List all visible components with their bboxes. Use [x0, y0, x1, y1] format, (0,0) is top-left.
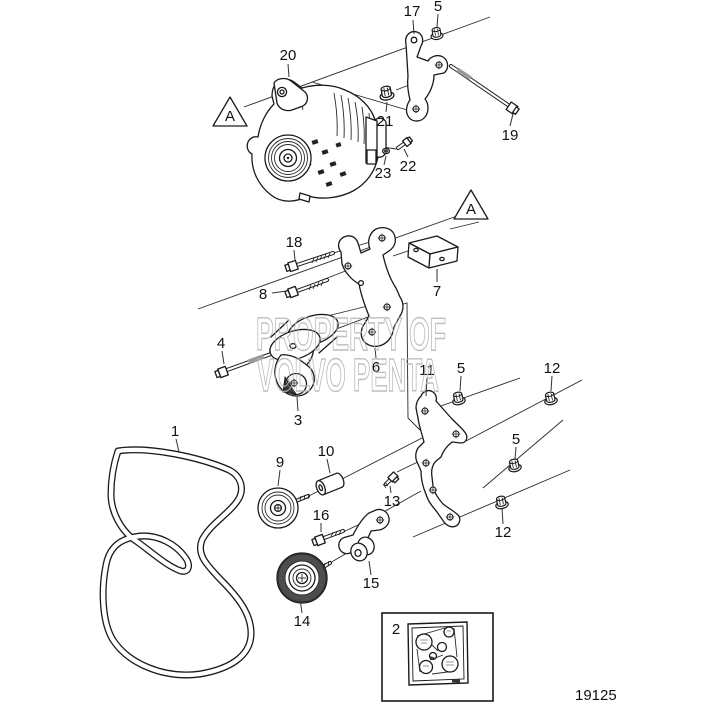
bracket-part-6 [337, 227, 404, 347]
bracket-part-15 [338, 508, 390, 562]
ribbed-pulley-part-14 [276, 552, 332, 604]
callout-20[interactable]: 20 [280, 47, 297, 64]
callout-14[interactable]: 14 [294, 613, 311, 630]
callout-15[interactable]: 15 [363, 575, 380, 592]
belt-routing-inset-part-2 [381, 612, 494, 702]
belt-tensioner-part-3 [269, 313, 339, 397]
callout-3[interactable]: 3 [294, 412, 302, 429]
bolt-part-18 [284, 251, 335, 273]
view-marker-a-middle-label: A [466, 201, 476, 218]
bolt-part-22 [396, 136, 414, 150]
watermark-line-2: VOLVO PENTA [257, 349, 439, 401]
drawing-number: 19125 [575, 687, 617, 704]
bolt-part-16 [311, 529, 345, 547]
callout-5-a[interactable]: 5 [457, 360, 465, 377]
callout-12-b[interactable]: 12 [495, 524, 512, 541]
bolt-part-8 [284, 278, 329, 299]
nut-part-5-a [450, 390, 467, 407]
callout-2[interactable]: 2 [392, 621, 400, 638]
callout-17[interactable]: 17 [404, 3, 421, 20]
callout-1[interactable]: 1 [171, 423, 179, 440]
callout-11[interactable]: 11 [419, 362, 435, 379]
callout-16[interactable]: 16 [313, 507, 330, 524]
watermark-line-1: PROPERTY OF [256, 308, 446, 360]
idler-pulley-part-9 [257, 487, 310, 529]
callout-9[interactable]: 9 [276, 454, 284, 471]
callout-6[interactable]: 6 [372, 359, 380, 376]
alternator-part-20 [246, 77, 387, 203]
callout-19[interactable]: 19 [502, 127, 519, 144]
washer-part-23 [381, 147, 391, 155]
view-marker-a-middle: A [453, 189, 489, 220]
spacer-part-10 [315, 472, 345, 496]
callout-10[interactable]: 10 [318, 443, 335, 460]
bracket-part-11 [415, 389, 468, 528]
callout-21[interactable]: 21 [377, 113, 394, 130]
callout-4[interactable]: 4 [217, 335, 225, 352]
callout-22[interactable]: 22 [400, 158, 417, 175]
callout-23[interactable]: 23 [375, 165, 392, 182]
spacer-block-part-7 [407, 235, 459, 269]
view-marker-a-top-label: A [225, 108, 235, 125]
callout-12-a[interactable]: 12 [544, 360, 561, 377]
callout-8[interactable]: 8 [259, 286, 267, 303]
nut-part-21 [377, 84, 396, 102]
callout-leaders [175, 13, 553, 614]
bolt-part-13 [382, 471, 400, 489]
callout-5-top[interactable]: 5 [434, 0, 442, 15]
watermark: PROPERTY OF VOLVO PENTA [255, 307, 446, 401]
nut-part-12-a [542, 390, 559, 407]
bolt-part-19 [449, 64, 520, 115]
bracket-part-17 [404, 30, 449, 122]
nut-part-5-top [429, 26, 444, 41]
callout-13[interactable]: 13 [384, 493, 401, 510]
callout-7[interactable]: 7 [433, 283, 441, 300]
serpentine-belt-part-1 [99, 446, 255, 679]
callout-18[interactable]: 18 [286, 234, 303, 251]
view-marker-a-top: A [212, 96, 248, 127]
callout-5-b[interactable]: 5 [512, 431, 520, 448]
alternator-pulley [264, 134, 312, 182]
